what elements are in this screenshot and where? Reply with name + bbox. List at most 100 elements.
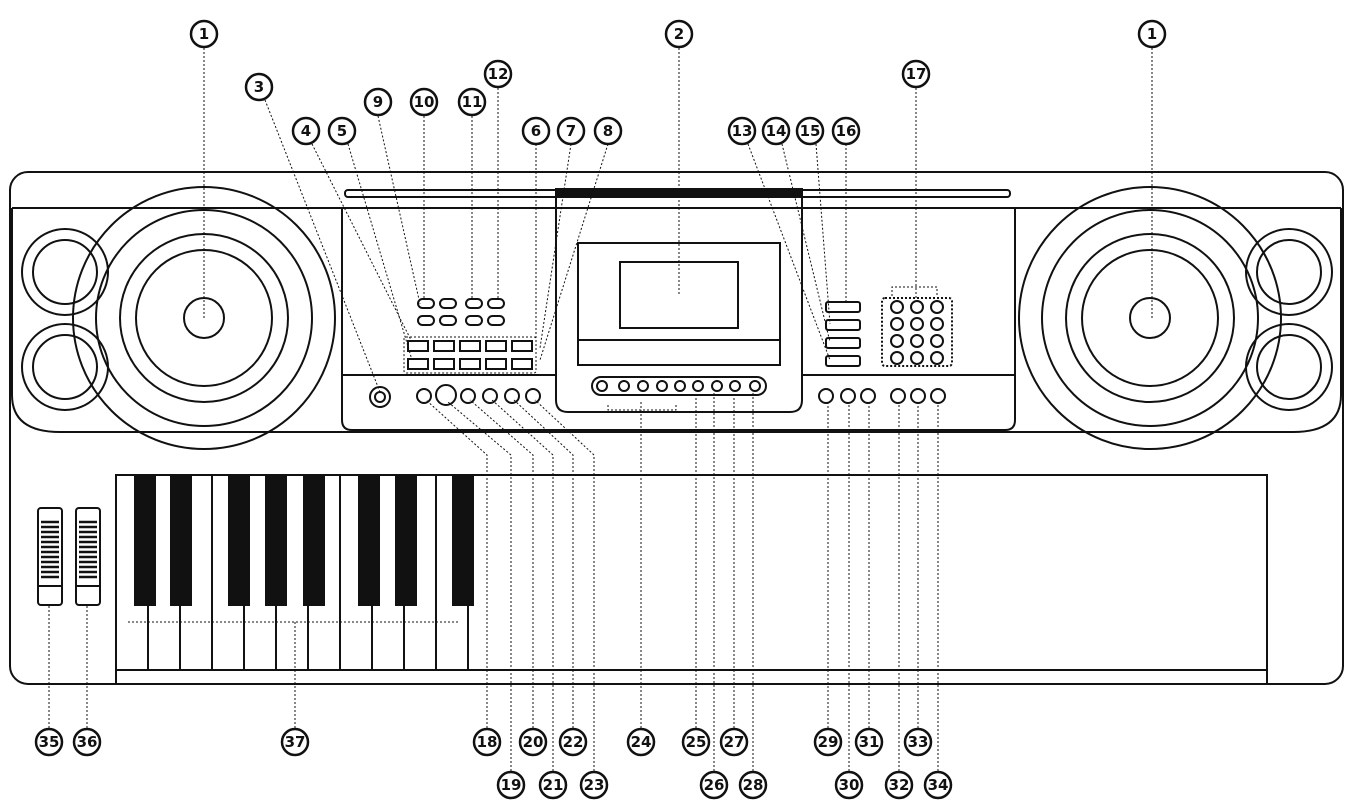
keypad-button-r1c1 [890,300,904,314]
panel-left-outline [341,208,1016,431]
callout-circle-c32 [884,770,914,800]
callout-label-c5: 5 [337,122,347,140]
strip-button-2 [618,380,630,392]
leader-line-c14 [781,143,831,343]
leader-line-c23 [534,399,595,771]
callout-circle-c35 [34,727,64,757]
callout-circle-c7 [556,116,586,146]
keypad-group-bracket [891,286,938,296]
callout-circle-c11 [457,87,487,117]
callout-label-c12: 12 [488,65,509,83]
round-button-29 [818,388,834,404]
right-tweeter-top-inner [1256,239,1322,305]
callout-label-c35: 35 [39,733,60,751]
callout-circle-c9 [363,87,393,117]
control-panel [341,197,1016,431]
callout-label-c15: 15 [800,122,821,140]
right-button-15 [825,319,861,331]
strip-button-8 [729,380,741,392]
rect-button-row1-2 [433,340,455,352]
rect-button-row2-4 [485,358,507,370]
keypad-button-r2c3 [930,317,944,331]
callout-label-c8: 8 [603,122,613,140]
round-button-33 [910,388,926,404]
oval-button-row1-4 [487,298,505,309]
lcd-display [619,261,739,329]
callout-circle-c31 [854,727,884,757]
modulation-wheel [75,507,101,606]
callout-circle-c27 [719,727,749,757]
keypad-button-r4c3 [930,351,944,365]
leader-line-c5 [347,143,413,361]
callout-label-c2: 2 [674,25,684,43]
callout-label-c25: 25 [686,733,707,751]
callout-label-c34: 34 [928,776,949,794]
black-key-6 [358,474,380,606]
strip-button-4 [656,380,668,392]
callout-label-c30: 30 [839,776,860,794]
leader-line-c3 [264,99,381,393]
strip-button-1 [596,380,608,392]
callout-label-c20: 20 [523,733,544,751]
right-tweeter-top [1245,228,1333,316]
right-speaker-outer [1018,186,1282,450]
round-button-32 [890,388,906,404]
leader-line-c18 [425,399,488,728]
callout-circle-c5 [327,116,357,146]
leader-line-c22 [513,399,574,728]
keypad-button-r3c1 [890,334,904,348]
keypad-button-r2c1 [890,317,904,331]
rect-button-row2-1 [407,358,429,370]
strip-group-bracket [607,405,677,411]
keypad-button-r3c2 [910,334,924,348]
oval-button-row1-2 [439,298,457,309]
round-button-31 [860,388,876,404]
left-tweeter-top [21,228,109,316]
round-button-23 [525,388,541,404]
callout-circle-c28 [738,770,768,800]
callout-label-c17: 17 [906,65,927,83]
rect-button-row2-3 [459,358,481,370]
pitch-wheel [37,507,63,606]
oval-button-row2-2 [439,315,457,326]
callout-circle-c14 [761,116,791,146]
callout-label-c11: 11 [462,93,483,111]
callout-label-c3: 3 [254,78,264,96]
right-speaker-center [1129,297,1171,339]
callout-circle-c21 [538,770,568,800]
keypad-button-r4c2 [910,351,924,365]
keypad-button-r2c2 [910,317,924,331]
numeric-keypad-outline [881,297,953,367]
callout-circle-c23 [579,770,609,800]
leader-line-c19 [447,401,512,771]
callout-circle-c13 [727,116,757,146]
strip-button-5 [674,380,686,392]
right-speaker-ring [1041,209,1259,427]
left-speaker-outer [72,186,336,450]
round-button-19 [435,384,457,406]
callout-label-c37: 37 [285,733,306,751]
black-key-4 [265,474,287,606]
rect-button-row1-5 [511,340,533,352]
callout-circle-c2 [664,19,694,49]
callout-label-c13: 13 [732,122,753,140]
callout-label-c31: 31 [859,733,880,751]
right-tweeter-bottom-inner [1256,334,1322,400]
callout-label-c7: 7 [566,122,576,140]
keypad-button-r3c3 [930,334,944,348]
callout-circle-c4 [291,116,321,146]
callout-label-c19: 19 [501,776,522,794]
callout-circle-c16 [831,116,861,146]
callout-circle-c10 [409,87,439,117]
black-key-3 [228,474,250,606]
rect-button-row2-2 [433,358,455,370]
round-button-34 [930,388,946,404]
callout-label-c24: 24 [631,733,652,751]
black-key-1 [134,474,156,606]
callout-label-c28: 28 [743,776,764,794]
oval-button-row1-3 [465,298,483,309]
keyboard-body [9,171,1344,685]
keyboard-keys [115,474,1268,685]
callout-circle-c36 [72,727,102,757]
leader-line-c9 [377,115,421,305]
